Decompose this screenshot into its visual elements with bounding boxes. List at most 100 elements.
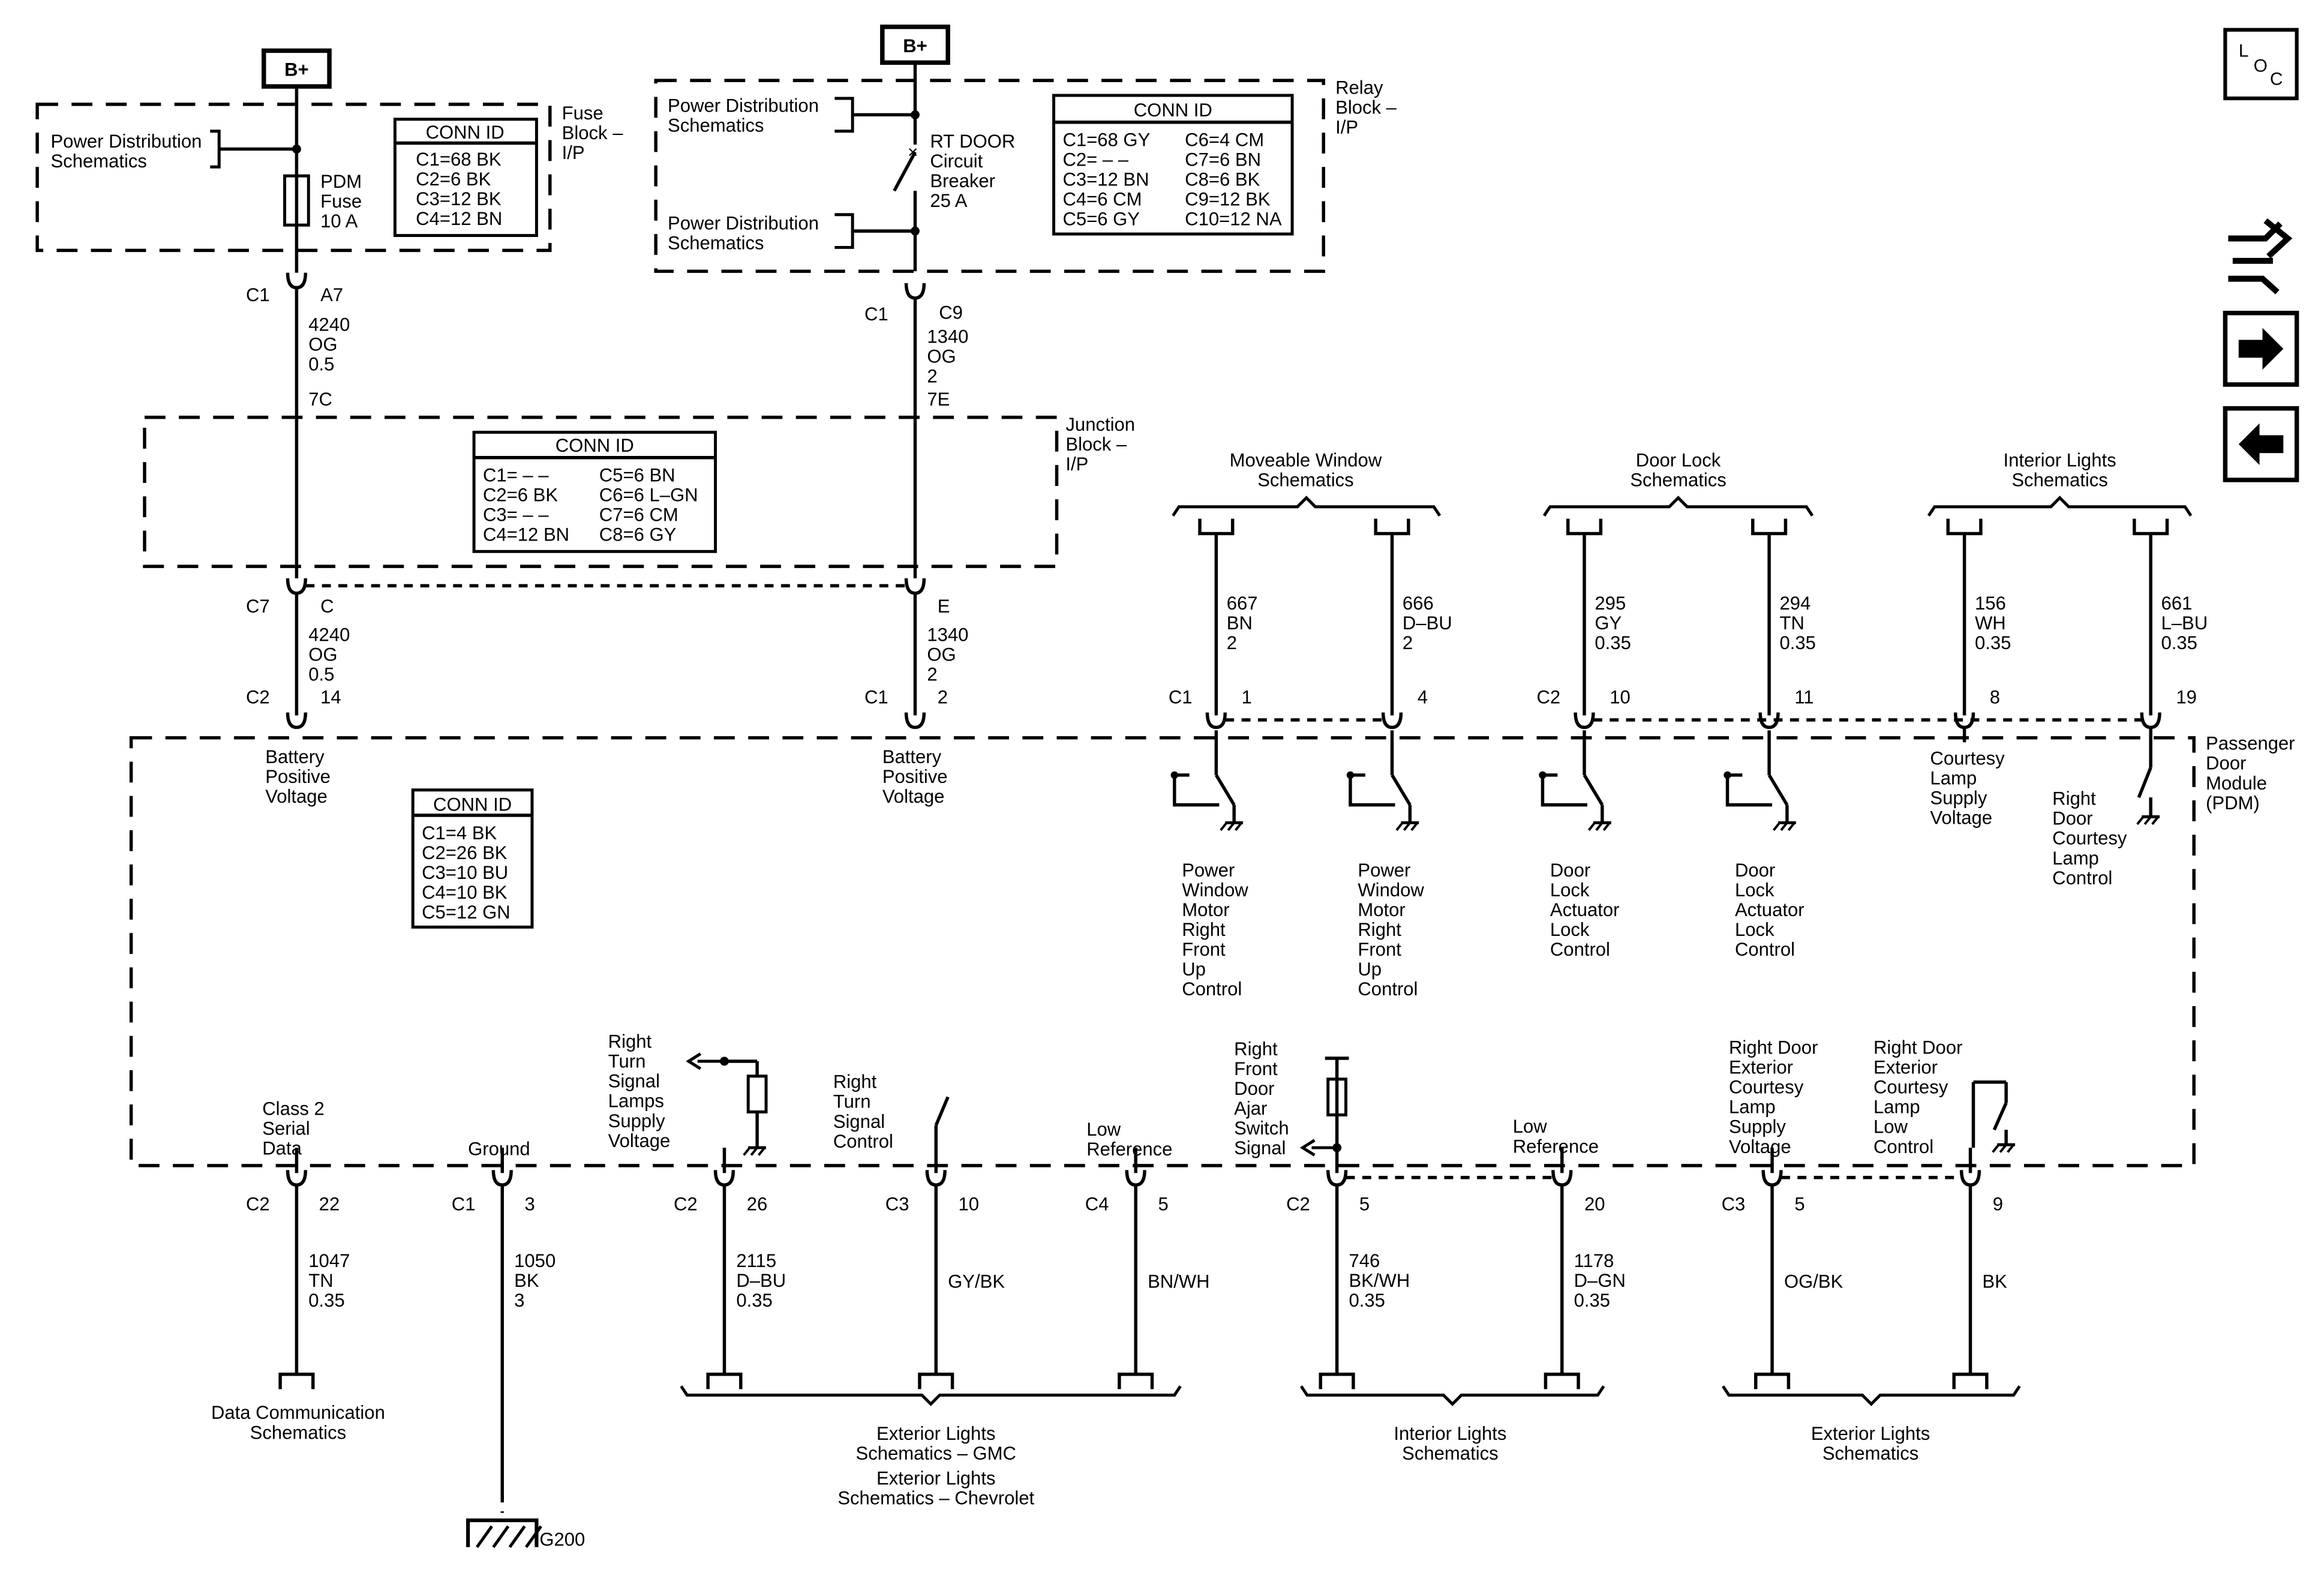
door-lock-ref: Schematics bbox=[1630, 470, 1726, 491]
pin-label: C bbox=[320, 596, 334, 617]
circuit-label: 0.35 bbox=[1349, 1290, 1385, 1311]
circuit-label: 3 bbox=[514, 1290, 524, 1311]
low-reference-label: Reference bbox=[1086, 1139, 1172, 1160]
conn-id-entry: C8=6 BK bbox=[1185, 169, 1260, 190]
circuit-label: 2115 bbox=[736, 1250, 776, 1271]
conn-id-entry: C3=12 BN bbox=[1062, 169, 1149, 190]
splice-dot bbox=[911, 110, 920, 119]
battery-positive-label: Voltage bbox=[882, 786, 945, 807]
circuit-label: 0.5 bbox=[308, 664, 334, 685]
low-reference-label: Reference bbox=[1513, 1136, 1599, 1157]
pin-label: 4 bbox=[1418, 687, 1428, 708]
door-ajar-label: Switch bbox=[1234, 1118, 1289, 1139]
conn-id-entry: C2=26 BK bbox=[422, 842, 508, 863]
circuit-label: 295 bbox=[1595, 593, 1626, 614]
pin-label: 7E bbox=[927, 389, 950, 410]
function-label: Motor bbox=[1358, 899, 1405, 920]
connector-label: C2 bbox=[674, 1193, 698, 1214]
ext-low-label: Exterior bbox=[1873, 1057, 1938, 1078]
interior-lights-ref: Schematics bbox=[1402, 1443, 1498, 1464]
function-label: Control bbox=[1182, 978, 1242, 999]
function-label: Control bbox=[1550, 939, 1610, 960]
wrench-connector-icon[interactable] bbox=[2228, 218, 2293, 295]
function-label: Lock bbox=[1550, 879, 1590, 900]
function-label: Courtesy bbox=[2052, 828, 2127, 849]
ref-stub bbox=[918, 1372, 954, 1389]
breaker-label: RT DOOR bbox=[930, 131, 1015, 152]
battery-positive-label: Battery bbox=[882, 746, 942, 767]
relay-block-label: Block – bbox=[1335, 97, 1397, 118]
conn-id-title: CONN ID bbox=[433, 794, 512, 815]
ground-id-label: G200 bbox=[539, 1529, 585, 1550]
connector-label: C1 bbox=[864, 304, 888, 325]
pdm-label: Passenger bbox=[2206, 733, 2295, 754]
circuit-label: D–BU bbox=[736, 1270, 786, 1291]
circuit-label: 0.35 bbox=[308, 1290, 344, 1311]
circuit-label: BK bbox=[514, 1270, 539, 1291]
ref-stub bbox=[1952, 1372, 1989, 1389]
function-label: Lamp bbox=[1930, 768, 1977, 789]
battery-positive-label: Battery bbox=[265, 746, 325, 767]
prev-page-button[interactable] bbox=[2223, 406, 2299, 482]
function-label: Window bbox=[1182, 879, 1248, 900]
pin-label: 10 bbox=[1610, 687, 1631, 708]
function-label: Window bbox=[1358, 879, 1424, 900]
resistor-icon bbox=[746, 1074, 768, 1113]
ref-brace bbox=[1927, 496, 2193, 517]
ref-stub bbox=[278, 1372, 315, 1389]
ref-bracket bbox=[210, 130, 221, 169]
function-label: Lock bbox=[1735, 919, 1774, 940]
ground-icon bbox=[1587, 821, 1611, 831]
junction-block-label: Junction bbox=[1065, 414, 1135, 435]
arrow-left-icon bbox=[686, 1052, 725, 1070]
exterior-lights-chevy-ref: Schematics – Chevrolet bbox=[837, 1488, 1034, 1509]
circuit-label: 294 bbox=[1779, 593, 1810, 614]
pin-label: 5 bbox=[1794, 1193, 1804, 1214]
function-label: Control bbox=[2052, 867, 2112, 888]
ref-bracket bbox=[834, 213, 854, 249]
conn-id-box-fuse bbox=[393, 118, 538, 238]
exterior-lights-gmc-ref: Schematics – GMC bbox=[856, 1443, 1016, 1464]
connector-cup bbox=[1205, 712, 1227, 730]
rts-supply-label: Turn bbox=[608, 1051, 646, 1072]
next-page-button[interactable] bbox=[2223, 311, 2299, 387]
rts-supply-label: Right bbox=[608, 1031, 652, 1052]
function-label: Courtesy bbox=[1930, 748, 2005, 769]
pdm-outline bbox=[129, 736, 2196, 1167]
conn-id-entry: C3= – – bbox=[483, 505, 549, 526]
conn-id-box-junction bbox=[472, 431, 717, 553]
fuse-block-label: Fuse bbox=[562, 103, 603, 124]
conn-id-entry: C9=12 BK bbox=[1185, 189, 1271, 210]
function-label: Power bbox=[1182, 860, 1235, 881]
conn-id-entry: C4=12 BN bbox=[483, 524, 569, 545]
ground-g200-icon bbox=[466, 1518, 542, 1548]
switch-icon bbox=[1170, 730, 1236, 823]
splice-dot bbox=[720, 1056, 729, 1066]
conn-id-entry: C4=6 CM bbox=[1062, 189, 1142, 210]
fuse-label: PDM bbox=[320, 171, 362, 192]
function-label: Front bbox=[1182, 939, 1226, 960]
b-plus-label: B+ bbox=[284, 59, 309, 80]
function-label: Control bbox=[1735, 939, 1795, 960]
conn-id-entry: C3=12 BK bbox=[416, 188, 502, 209]
ref-stub bbox=[1946, 518, 1983, 536]
loc-button[interactable]: LOC bbox=[2223, 28, 2299, 101]
low-reference-label: Low bbox=[1513, 1116, 1548, 1137]
connector-c1-2 bbox=[904, 712, 926, 730]
switch-contact bbox=[934, 1096, 950, 1126]
ext-low-label: Control bbox=[1873, 1136, 1933, 1157]
circuit-label: 1340 bbox=[927, 624, 968, 645]
function-label: Actuator bbox=[1550, 899, 1620, 920]
circuit-label: 667 bbox=[1227, 593, 1258, 614]
switch-contact bbox=[1992, 1102, 2008, 1131]
connector-label: C3 bbox=[885, 1193, 909, 1214]
conn-id-box-relay bbox=[1052, 94, 1294, 236]
power-distribution-ref: Schematics bbox=[668, 115, 764, 136]
pin-label: 10 bbox=[959, 1193, 980, 1214]
ref-brace bbox=[1172, 496, 1442, 517]
splice-dot bbox=[292, 144, 301, 154]
breaker-label: Circuit bbox=[930, 151, 983, 172]
ref-stub bbox=[1374, 518, 1410, 536]
ground-icon bbox=[1773, 821, 1796, 831]
circuit-label: BK bbox=[1982, 1271, 2007, 1292]
